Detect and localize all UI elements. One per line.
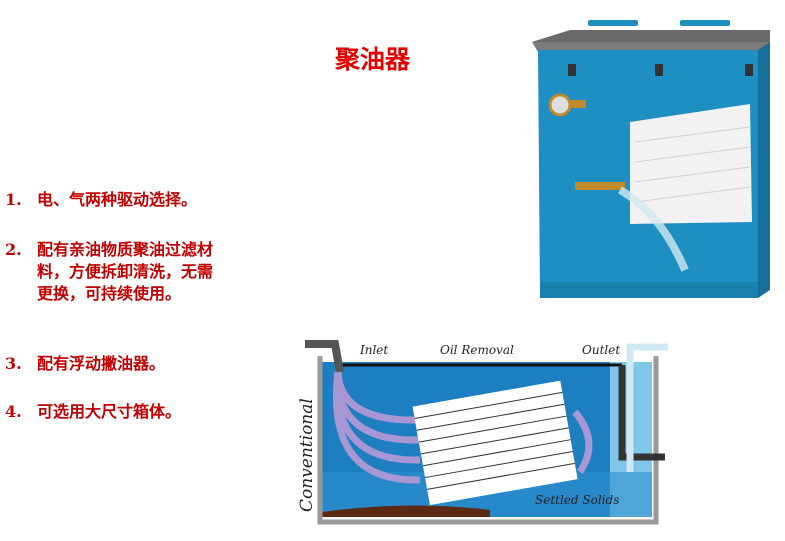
- item-text: 可选用大尺寸箱体。: [37, 402, 182, 421]
- page-title: 聚油器: [335, 45, 411, 74]
- settled-solids-label: Settled Solids: [535, 493, 619, 507]
- inlet-label: Inlet: [359, 343, 388, 357]
- coalescing-media-pack: [412, 380, 578, 506]
- item-text: 电、气两种驱动选择。: [37, 190, 198, 209]
- pressure-gauge-icon: [548, 93, 572, 117]
- item-number: 2.: [5, 240, 22, 259]
- item-text: 配有浮动撇油器。: [37, 354, 166, 373]
- oil-removal-label: Oil Removal: [440, 343, 514, 357]
- coalescer-flow-diagram: Inlet Oil Removal Outlet Settled Solids …: [297, 340, 668, 525]
- conventional-label: Conventional: [297, 398, 317, 512]
- item-text: 配有亲油物质聚油过滤材料，方便拆卸清洗，无需更换，可持续使用。: [37, 240, 214, 303]
- outlet-label: Outlet: [582, 343, 620, 357]
- item-number: 3.: [5, 354, 22, 373]
- item-number: 1.: [5, 190, 22, 209]
- oil-coalescer-product-image: [532, 20, 770, 298]
- item-number: 4.: [5, 402, 22, 421]
